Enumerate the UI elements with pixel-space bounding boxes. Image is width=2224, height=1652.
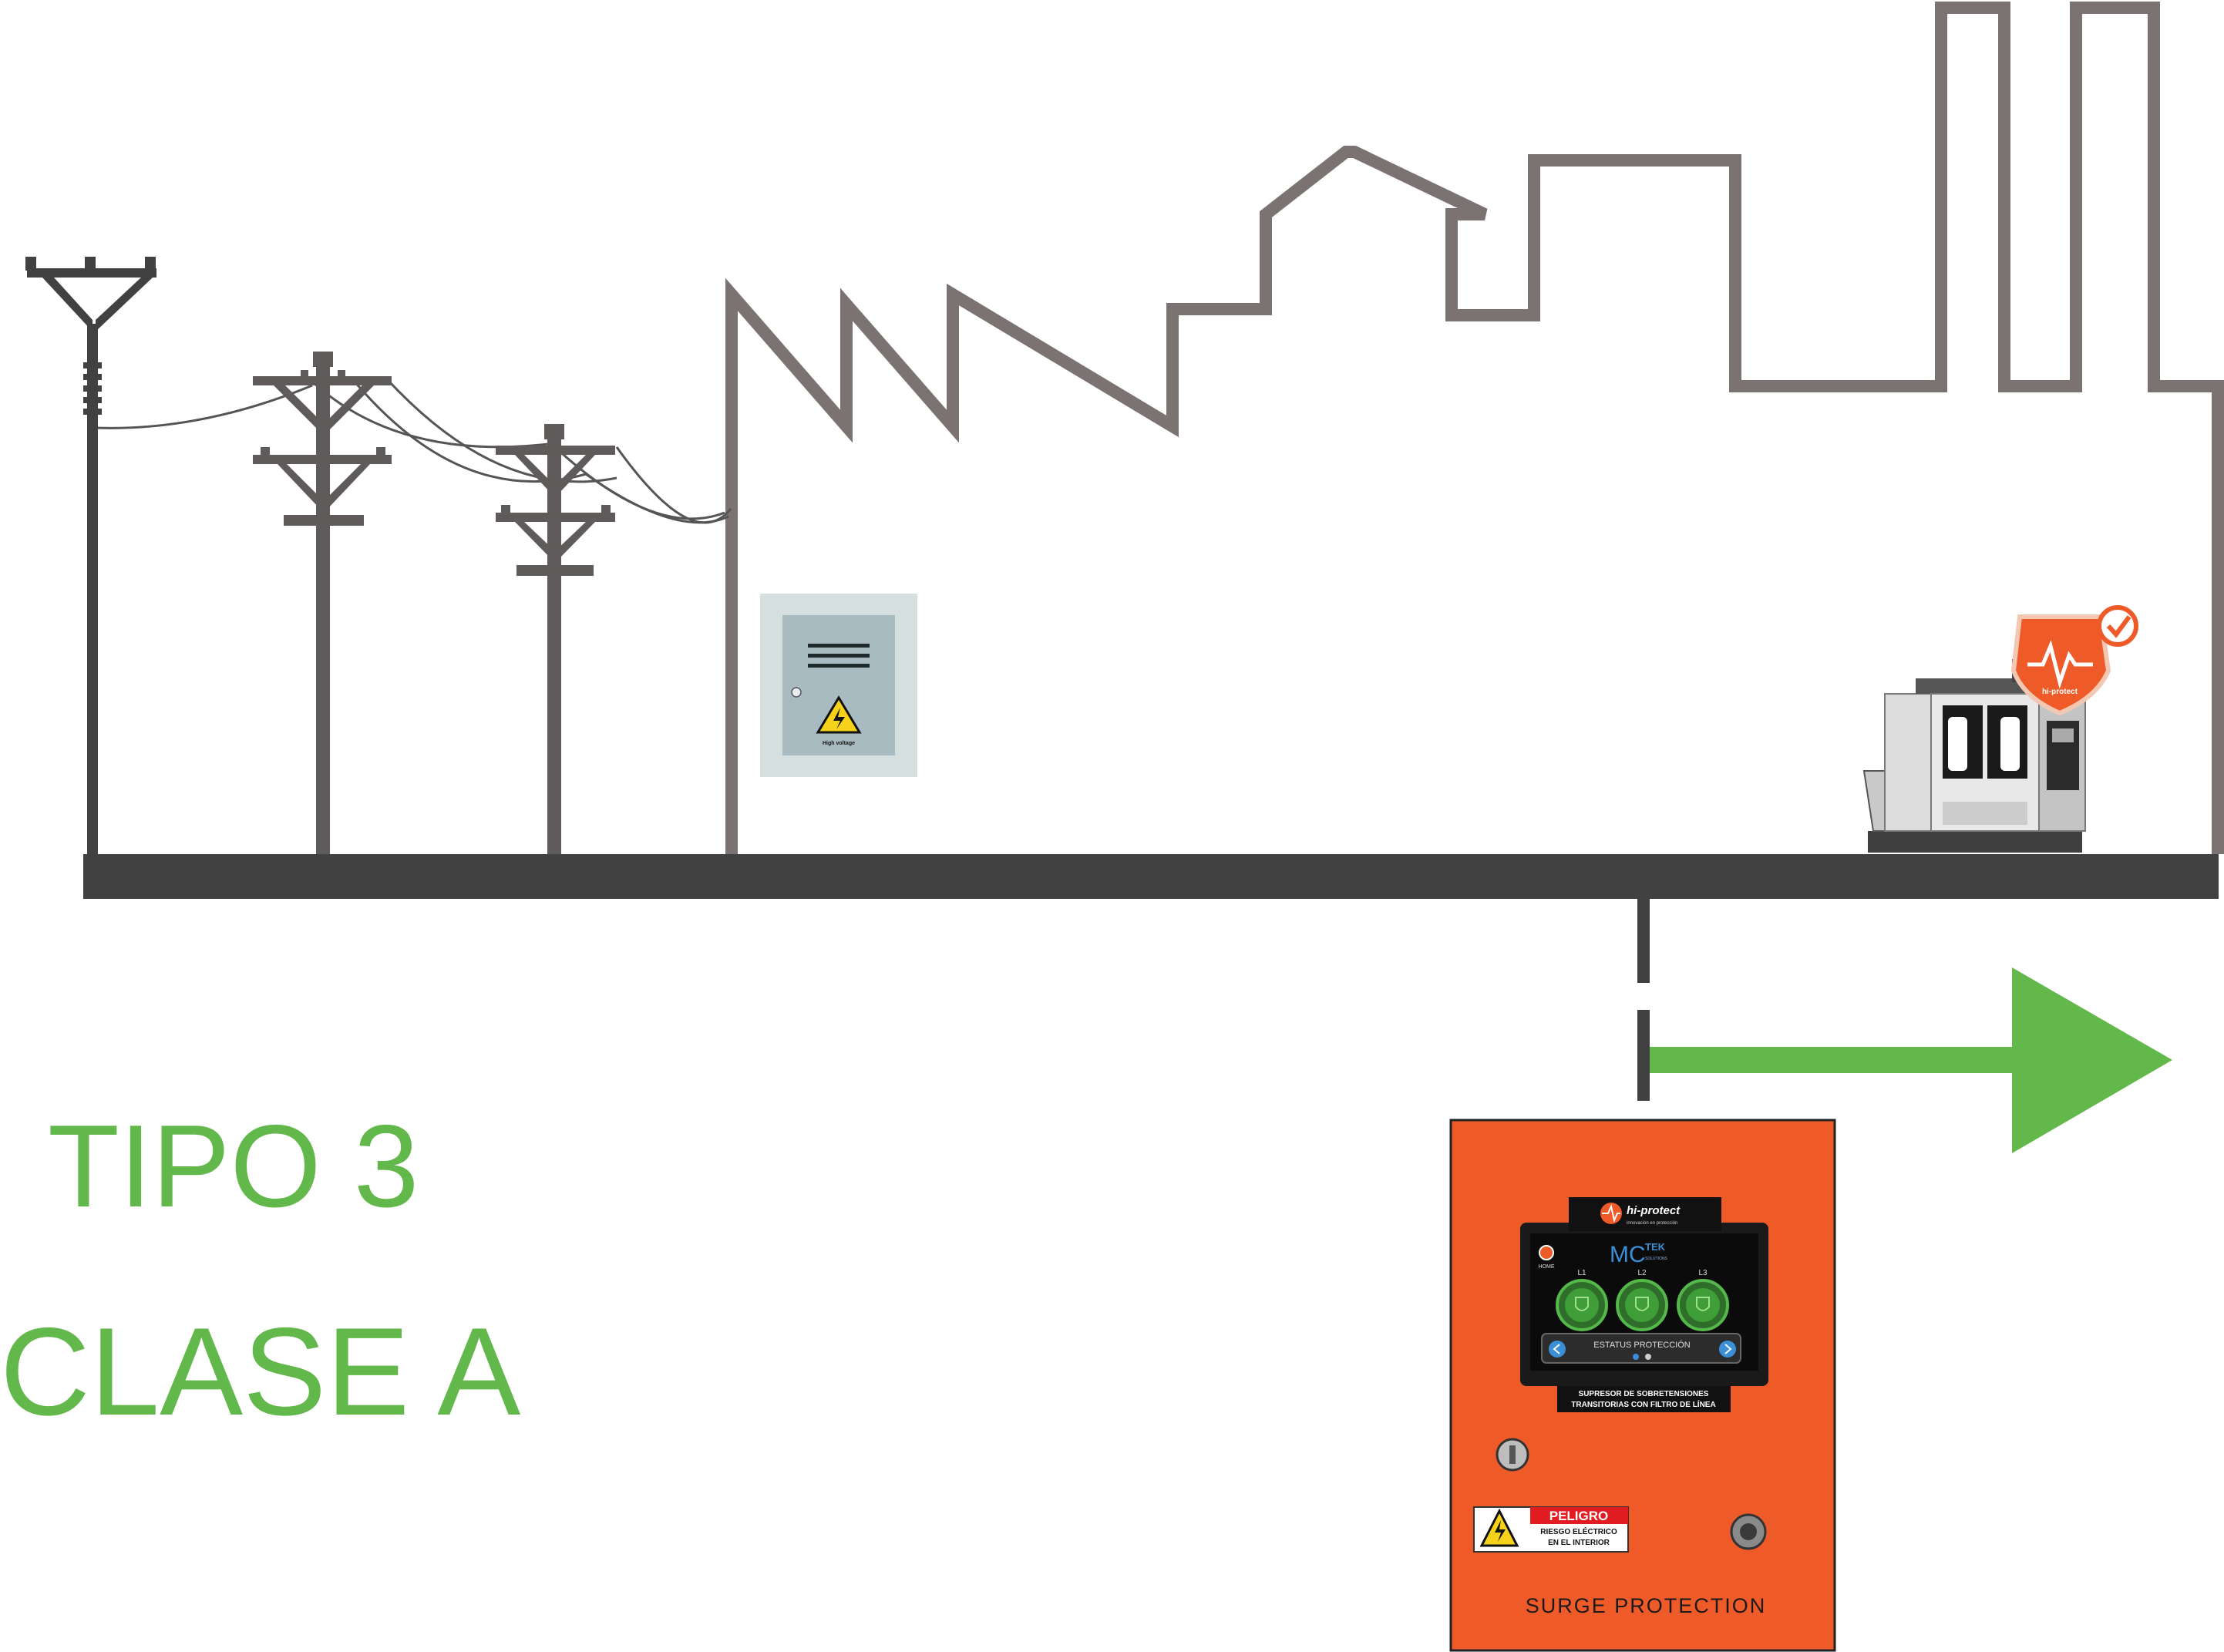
heartbeat-icon — [2027, 640, 2093, 689]
device-logo-sub: TEK — [1645, 1241, 1666, 1253]
brand-name: hi-protect — [1627, 1204, 1681, 1217]
electrical-box: High voltage — [760, 594, 917, 777]
page-dot-2 — [1645, 1354, 1651, 1360]
factory-outline — [725, 2, 2224, 854]
high-voltage-warning-icon — [816, 695, 862, 734]
brand-tagline: innovación en protección — [1627, 1221, 1677, 1226]
chevron-left-icon[interactable] — [1549, 1341, 1566, 1358]
line-status-l3[interactable] — [1677, 1279, 1729, 1331]
connection-line — [1637, 898, 1650, 1101]
line-status-l2[interactable] — [1616, 1279, 1668, 1331]
shield-icon — [1635, 1297, 1649, 1311]
high-voltage-sign-text: High voltage — [823, 741, 855, 746]
check-circle-icon — [2097, 605, 2138, 647]
type-label: TIPO 3 — [48, 1101, 419, 1232]
hi-protect-shield-badge: hi-protect — [2010, 605, 2138, 716]
home-icon — [1539, 1245, 1554, 1260]
description-line-1: SUPRESOR DE SOBRETENSIONES — [1579, 1390, 1709, 1398]
cnc-machine — [1862, 659, 2086, 853]
surge-protection-panel: hi-protect innovación en protección HOME… — [1449, 1119, 1836, 1652]
device-logo-small: SOLUTIONS — [1645, 1257, 1668, 1261]
description-line-2: TRANSITORIAS CON FILTRO DE LÍNEA — [1571, 1399, 1715, 1409]
danger-sign: PELIGRO RIESGO ELÉCTRICO EN EL INTERIOR — [1473, 1506, 1629, 1553]
panel-footer-text: SURGE PROTECTION — [1526, 1594, 1767, 1617]
chevron-right-icon[interactable] — [1719, 1341, 1736, 1358]
utility-pole-1 — [25, 257, 156, 863]
home-label: HOME — [1539, 1264, 1555, 1270]
danger-line-2: EN EL INTERIOR — [1548, 1539, 1610, 1547]
line-status-l1[interactable] — [1556, 1279, 1608, 1331]
line-label-l2: L2 — [1637, 1269, 1647, 1277]
green-flow-arrow — [1650, 967, 2172, 1153]
utility-pole-2 — [253, 352, 392, 862]
hi-protect-logo-icon — [1600, 1203, 1622, 1224]
page-dot-1 — [1633, 1354, 1639, 1360]
class-label: CLASE A — [0, 1302, 520, 1442]
shield-brand-text: hi-protect — [2042, 688, 2078, 696]
shield-icon — [1575, 1297, 1589, 1311]
ground-bar — [83, 854, 2219, 899]
line-label-l3: L3 — [1698, 1269, 1708, 1277]
brand-tab — [1569, 1197, 1721, 1231]
danger-title: PELIGRO — [1549, 1509, 1609, 1523]
shield-icon — [1696, 1297, 1710, 1311]
line-label-l1: L1 — [1577, 1269, 1586, 1277]
status-label: ESTATUS PROTECCIÓN — [1593, 1340, 1691, 1350]
utility-pole-3 — [496, 424, 615, 862]
power-wires — [93, 380, 732, 524]
lock-icon — [791, 687, 802, 698]
danger-line-1: RIESGO ELÉCTRICO — [1540, 1526, 1617, 1536]
device-logo-main: MC — [1610, 1242, 1646, 1267]
